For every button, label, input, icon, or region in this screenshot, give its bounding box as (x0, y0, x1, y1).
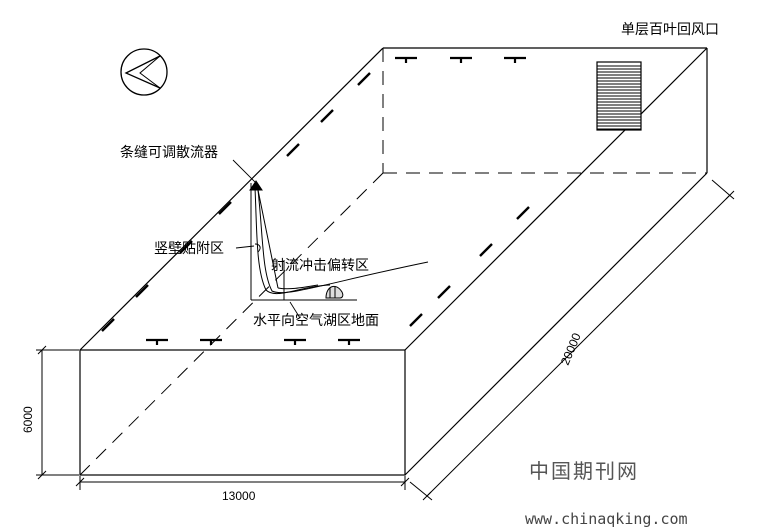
slot-diffuser-icon (249, 180, 263, 191)
return-vent-label: 单层百叶回风口 (621, 22, 719, 38)
leader-lines (232, 159, 301, 319)
length-dimension-value: 20000 (558, 331, 584, 367)
back-diffusers (395, 56, 526, 63)
jet-impact-zone-label: 射流冲击偏转区 (271, 258, 369, 274)
jet-curve-inner (254, 187, 331, 295)
watermark-url: www.chinaqking.com (525, 510, 688, 528)
top-right-edge (404, 47, 708, 351)
bottom-right-edge (404, 172, 708, 476)
jet-curve-outer (257, 189, 429, 294)
floor-lake-zone-label: 水平向空气湖区地面 (253, 313, 379, 329)
length-dimension (409, 179, 735, 501)
front-diffusers (146, 338, 360, 345)
louver-grille-icon (596, 61, 642, 131)
watermark-site-name: 中国期刊网 (529, 459, 639, 483)
wall-velocity-profile (254, 243, 261, 253)
top-left-edge (79, 47, 384, 351)
front-face (79, 349, 406, 476)
width-dimension (75, 476, 410, 490)
floor-velocity-profile (325, 285, 344, 299)
right-diffusers (409, 206, 530, 327)
hidden-edges (79, 48, 707, 476)
width-dimension-value: 13000 (222, 489, 256, 503)
height-dimension (36, 345, 79, 480)
height-dimension-value: 6000 (21, 406, 35, 433)
room-box (79, 47, 708, 476)
compass-arrow-icon (120, 48, 168, 96)
slot-diffuser-label: 条缝可调散流器 (120, 144, 218, 161)
left-diffusers (101, 72, 371, 332)
wall-attached-zone-label: 竖壁贴附区 (154, 241, 224, 257)
airflow-illustration (249, 180, 429, 301)
